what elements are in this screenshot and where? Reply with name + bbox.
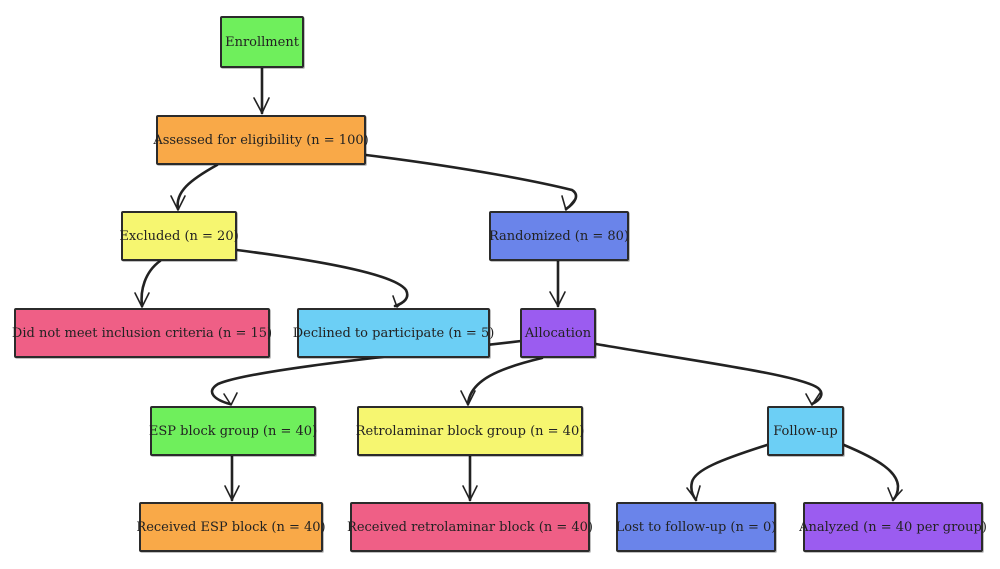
- analyzed-label: Analyzed (n = 40 per group): [799, 519, 987, 535]
- retrolaminar-group-box: Retrolaminar block group (n = 40): [355, 406, 585, 456]
- arrowhead-received-retro: [462, 485, 478, 501]
- arrowhead-allocation: [549, 291, 566, 307]
- enrollment-box: Enrollment: [220, 16, 304, 68]
- esp-group-box: ESP block group (n = 40): [148, 406, 318, 456]
- arrowhead-retro: [460, 390, 476, 406]
- followup-box: Follow-up: [767, 406, 844, 456]
- excluded-label: Excluded (n = 20): [119, 228, 239, 244]
- arrowhead-analyzed: [887, 487, 903, 501]
- analyzed-box: Analyzed (n = 40 per group): [799, 502, 987, 552]
- received-retrolaminar-label: Received retrolaminar block (n = 40): [347, 519, 593, 535]
- randomized-box: Randomized (n = 80): [489, 211, 629, 261]
- arrowhead-excluded: [170, 195, 186, 211]
- arrow-allocation-to-retro: [466, 356, 544, 406]
- arrowhead-received-esp: [224, 485, 240, 501]
- arrow-assessed-to-excluded: [176, 163, 219, 211]
- arrow-allocation-to-followup: [594, 342, 823, 406]
- received-esp-label: Received ESP block (n = 40): [136, 519, 326, 535]
- arrow-excluded-to-declined: [235, 248, 409, 308]
- arrowhead-declined: [392, 295, 407, 308]
- enrollment-label: Enrollment: [225, 34, 299, 50]
- allocation-box: Allocation: [520, 308, 596, 358]
- lost-to-followup-label: Lost to follow-up (n = 0): [615, 519, 777, 535]
- declined-box: Declined to participate (n = 5): [293, 308, 494, 358]
- randomized-label: Randomized (n = 80): [488, 228, 630, 244]
- arrow-assessed-to-randomized: [364, 153, 578, 211]
- assessed-label: Assessed for eligibility (n = 100): [153, 132, 369, 148]
- received-esp-box: Received ESP block (n = 40): [136, 502, 326, 552]
- arrow-followup-to-lost: [690, 443, 769, 502]
- followup-label: Follow-up: [773, 423, 838, 439]
- allocation-label: Allocation: [524, 325, 592, 341]
- arrow-excluded-to-notmeet: [140, 259, 162, 308]
- arrowhead-notmeet: [134, 292, 150, 308]
- excluded-box: Excluded (n = 20): [119, 211, 239, 261]
- retrolaminar-group-label: Retrolaminar block group (n = 40): [355, 423, 585, 439]
- arrowhead-followup: [805, 392, 821, 406]
- esp-group-label: ESP block group (n = 40): [148, 423, 318, 439]
- declined-label: Declined to participate (n = 5): [292, 325, 495, 341]
- received-retrolaminar-box: Received retrolaminar block (n = 40): [347, 502, 593, 552]
- arrowhead-lost: [686, 485, 701, 501]
- arrowhead-esp: [223, 392, 238, 406]
- assessed-box: Assessed for eligibility (n = 100): [153, 115, 369, 165]
- not-meet-criteria-box: Did not meet inclusion criteria (n = 15): [11, 308, 273, 358]
- arrowhead-randomized: [561, 195, 576, 211]
- arrowhead-assessed: [253, 97, 270, 114]
- not-meet-criteria-label: Did not meet inclusion criteria (n = 15): [11, 325, 273, 341]
- lost-to-followup-box: Lost to follow-up (n = 0): [616, 502, 776, 552]
